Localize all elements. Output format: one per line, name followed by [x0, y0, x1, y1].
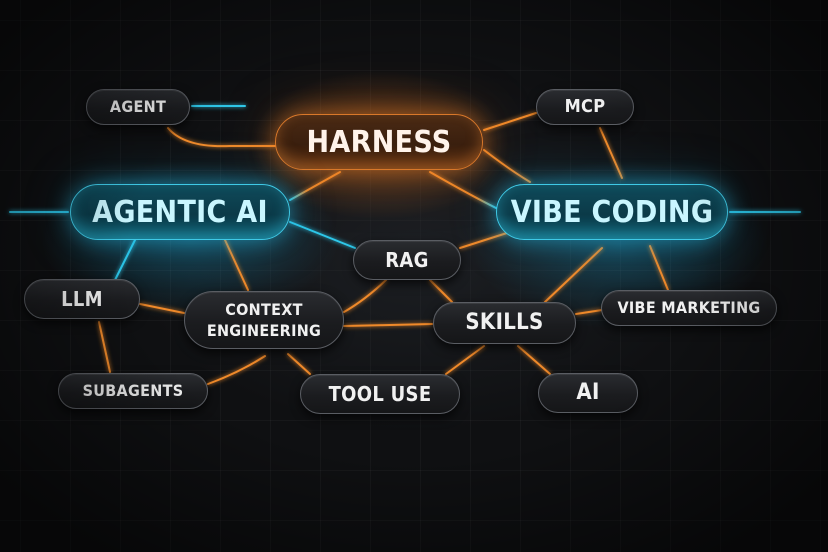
edge-vibe-marketing [649, 245, 669, 291]
edge-agent-harness [167, 127, 277, 148]
node-llm[interactable]: LLM [24, 279, 140, 319]
node-ai-label: AI [576, 379, 600, 405]
node-mcp[interactable]: MCP [536, 89, 634, 125]
edge-skills-tooluse [445, 345, 485, 375]
node-agentic-ai-label: AGENTIC AI [92, 194, 268, 230]
edge-harness-mcp [483, 112, 537, 131]
edge-context-tooluse [287, 353, 311, 375]
node-harness[interactable]: HARNESS [275, 114, 483, 170]
node-vibe-coding[interactable]: VIBE CODING [496, 184, 728, 240]
node-tool-use-label: TOOL USE [328, 382, 432, 406]
node-skills-label: SKILLS [465, 309, 544, 335]
node-rag[interactable]: RAG [353, 240, 461, 280]
node-llm-label: LLM [61, 287, 103, 311]
node-agent[interactable]: AGENT [86, 89, 190, 125]
edge-agentic-rag [289, 221, 356, 249]
edge-vibe-skills [544, 247, 603, 303]
node-subagents[interactable]: SUBAGENTS [58, 373, 208, 409]
node-context-engineering-line1: CONTEXT [225, 299, 303, 319]
edge-harness-vibe [429, 171, 497, 209]
edge-agentic-llm [114, 239, 136, 281]
edge-harness-vibe2 [483, 149, 531, 183]
edge-llm-context [139, 303, 185, 314]
edge-llm-subagents [98, 321, 111, 373]
node-tool-use[interactable]: TOOL USE [300, 374, 460, 414]
node-subagents-label: SUBAGENTS [82, 381, 184, 401]
edge-agentic-context [224, 239, 249, 291]
node-agent-label: AGENT [109, 97, 167, 117]
edge-skills-marketing [575, 309, 603, 315]
edge-rag-context [343, 279, 387, 313]
edge-rag-vibe [459, 231, 511, 249]
edge-context-skills [343, 323, 433, 327]
node-context-engineering[interactable]: CONTEXT ENGINEERING [184, 291, 344, 349]
node-vibe-marketing-label: VIBE MARKETING [617, 298, 761, 318]
node-vibe-coding-label: VIBE CODING [510, 194, 714, 230]
edge-context-subagents [207, 355, 266, 385]
edge-rag-skills [429, 279, 453, 303]
node-skills[interactable]: SKILLS [433, 302, 576, 344]
node-harness-label: HARNESS [306, 124, 452, 160]
edge-skills-ai [517, 345, 551, 375]
node-rag-label: RAG [385, 248, 429, 272]
node-context-engineering-line2: ENGINEERING [206, 320, 322, 340]
node-mcp-label: MCP [564, 96, 606, 118]
edge-mcp-vibe [599, 127, 623, 179]
node-agentic-ai[interactable]: AGENTIC AI [70, 184, 290, 240]
node-vibe-marketing[interactable]: VIBE MARKETING [601, 290, 777, 326]
edge-harness-agentic [289, 171, 341, 201]
node-ai[interactable]: AI [538, 373, 638, 413]
